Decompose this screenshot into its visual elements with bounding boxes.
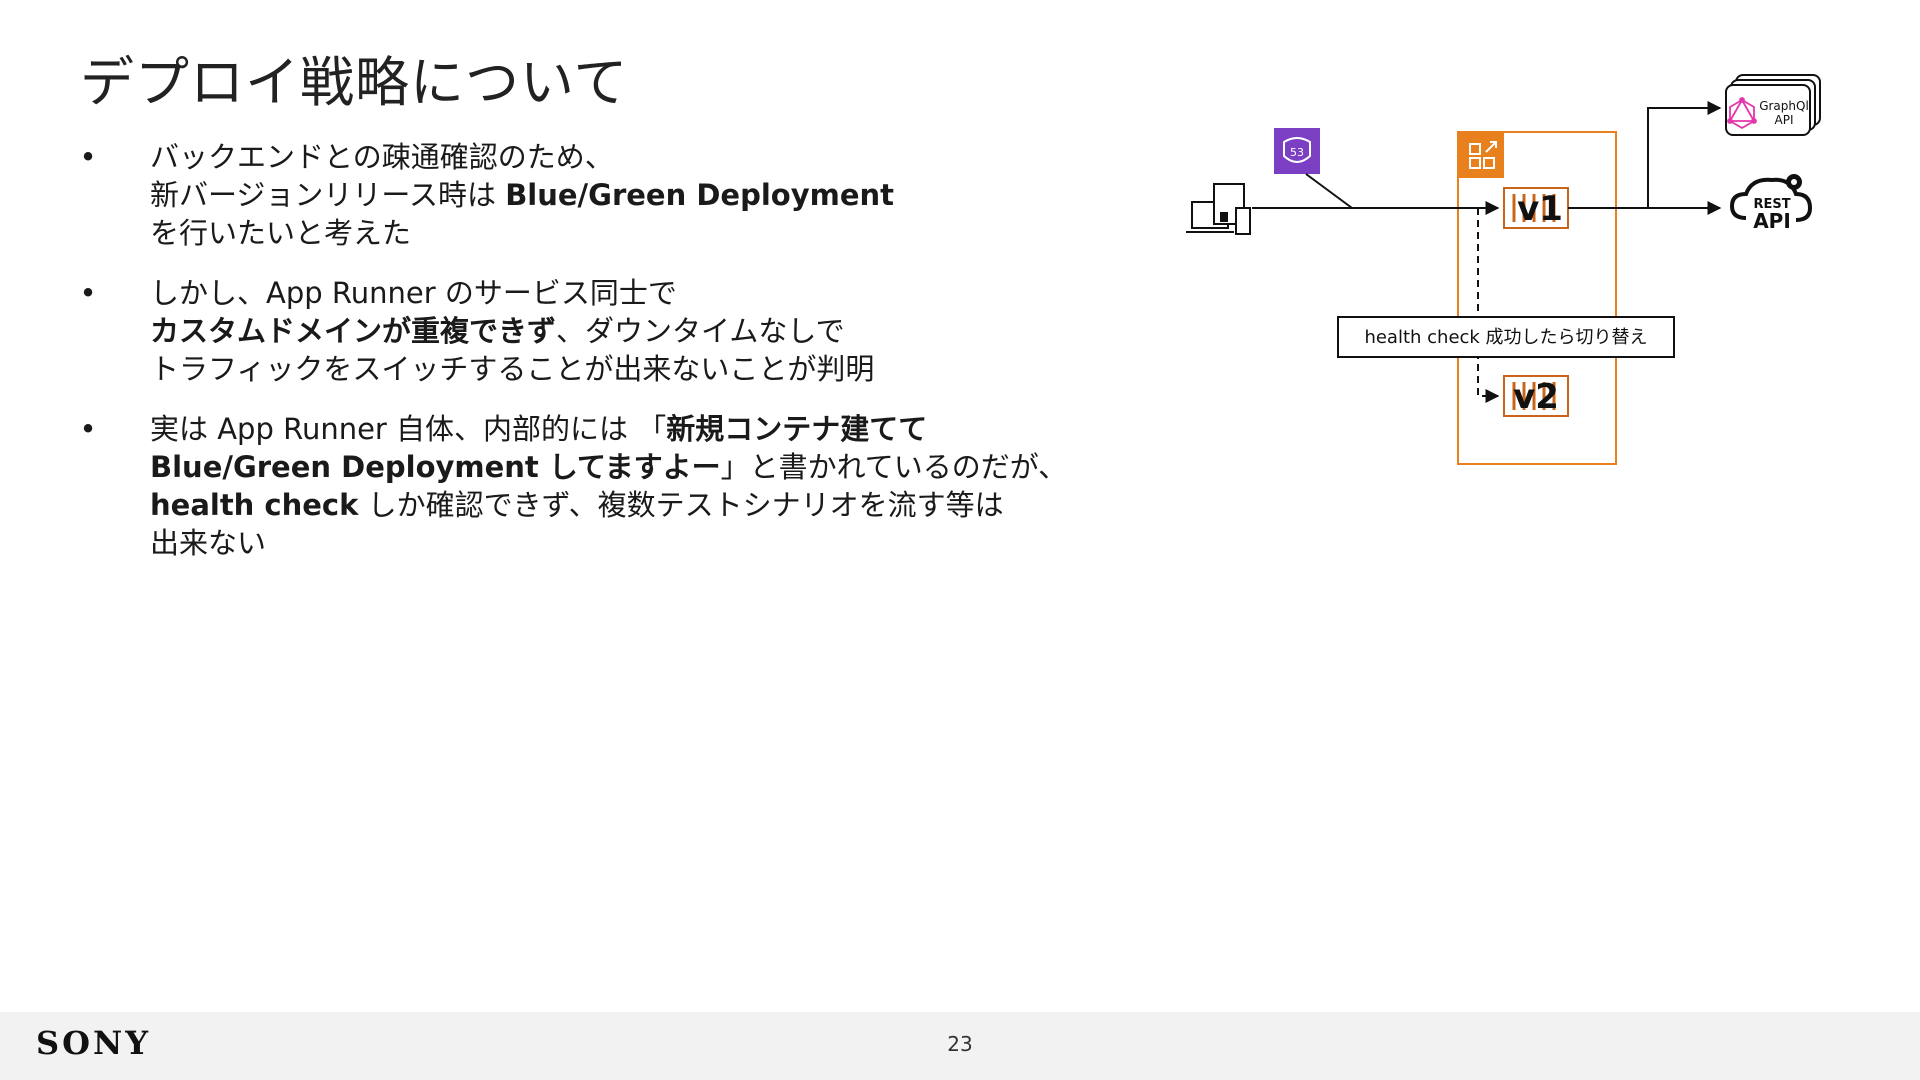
gear-icon (1786, 174, 1802, 190)
switch-line-to-v2 (1477, 208, 1500, 403)
bullet-line: バックエンドとの疎通確認のため、 (150, 138, 1128, 176)
container-v2: v2 (1503, 375, 1569, 417)
text-segment: 」と書かれているのだが、 (720, 450, 1068, 484)
bullet-marker: • (79, 276, 97, 310)
bullet-line: Blue/Green Deployment してますよー」と書かれているのだが、 (150, 448, 1128, 486)
devices-icon (1186, 183, 1251, 235)
rest-label-1: REST (1753, 197, 1790, 212)
app-runner-service-box (1457, 131, 1617, 465)
text-segment: を行いたいと考えた (150, 216, 412, 250)
bullet-line: health check しか確認できず、複数テストシナリオを流す等は (150, 486, 1128, 524)
slide-title: デプロイ戦略について (80, 51, 629, 114)
v2-label: v2 (1513, 377, 1559, 417)
bullet-line: カスタムドメインが重複できず、ダウンタイムなしで (150, 312, 1128, 350)
bullet-line: 新バージョンリリース時は Blue/Green Deployment (150, 176, 1128, 214)
bullet-marker: • (79, 412, 97, 446)
text-segment: 出来ない (150, 526, 267, 560)
text-segment: 新バージョンリリース時は (150, 178, 506, 212)
text-segment: バックエンドとの疎通確認のため、 (150, 140, 614, 174)
text-segment: しか確認できず、複数テストシナリオを流す等は (358, 488, 1004, 522)
architecture-diagram: 53 v1 (1180, 60, 1860, 480)
text-segment: 、ダウンタイムなしで (556, 314, 845, 348)
route53-label: 53 (1290, 146, 1304, 159)
bullet-item: • バックエンドとの疎通確認のため、新バージョンリリース時は Blue/Green… (78, 138, 1128, 252)
text-segment: しかし、App Runner のサービス同士で (150, 276, 677, 310)
bullet-line: 出来ない (150, 524, 1128, 562)
graphql-label-2: API (1775, 113, 1794, 127)
bullet-line: トラフィックをスイッチすることが出来ないことが判明 (150, 350, 1128, 388)
graphql-icon (1727, 97, 1757, 130)
route53-icon: 53 (1274, 128, 1320, 174)
container-v1: v1 (1503, 187, 1569, 229)
app-runner-icon (1458, 132, 1504, 178)
graphql-api-icon: GraphQl API (1725, 74, 1821, 136)
bold-text: カスタムドメインが重複できず (150, 314, 557, 348)
rest-label-2: API (1753, 209, 1791, 233)
rest-api-icon: REST API (1729, 174, 1813, 233)
footer: SONY 23 (0, 1012, 1920, 1080)
bullet-item: • しかし、App Runner のサービス同士でカスタムドメインが重複できず、ダ… (78, 274, 1128, 388)
text-segment: 実は App Runner 自体、内部的には 「 (150, 412, 667, 446)
bold-text: 新規コンテナ建てて (666, 412, 928, 446)
sony-logo: SONY (36, 1024, 152, 1062)
bold-text: Blue/Green Deployment してますよー (150, 450, 721, 484)
health-check-callout: health check 成功したら切り替え (1337, 316, 1675, 358)
route53-connector (1305, 173, 1353, 209)
page-number: 23 (947, 1032, 973, 1056)
bold-text: health check (150, 488, 359, 522)
text-segment: トラフィックをスイッチすることが出来ないことが判明 (150, 352, 875, 386)
bullet-line: を行いたいと考えた (150, 214, 1128, 252)
v1-label: v1 (1517, 189, 1563, 229)
graphql-connector (1647, 101, 1722, 208)
bullet-line: しかし、App Runner のサービス同士で (150, 274, 1128, 312)
bullet-marker: • (79, 140, 97, 174)
bold-text: Blue/Green Deployment (505, 178, 894, 212)
bullet-list: • バックエンドとの疎通確認のため、新バージョンリリース時は Blue/Green… (78, 138, 1128, 584)
health-check-label: health check 成功したら切り替え (1364, 327, 1647, 348)
graphql-label-1: GraphQl (1759, 99, 1809, 113)
bullet-line: 実は App Runner 自体、内部的には 「新規コンテナ建てて (150, 410, 1128, 448)
